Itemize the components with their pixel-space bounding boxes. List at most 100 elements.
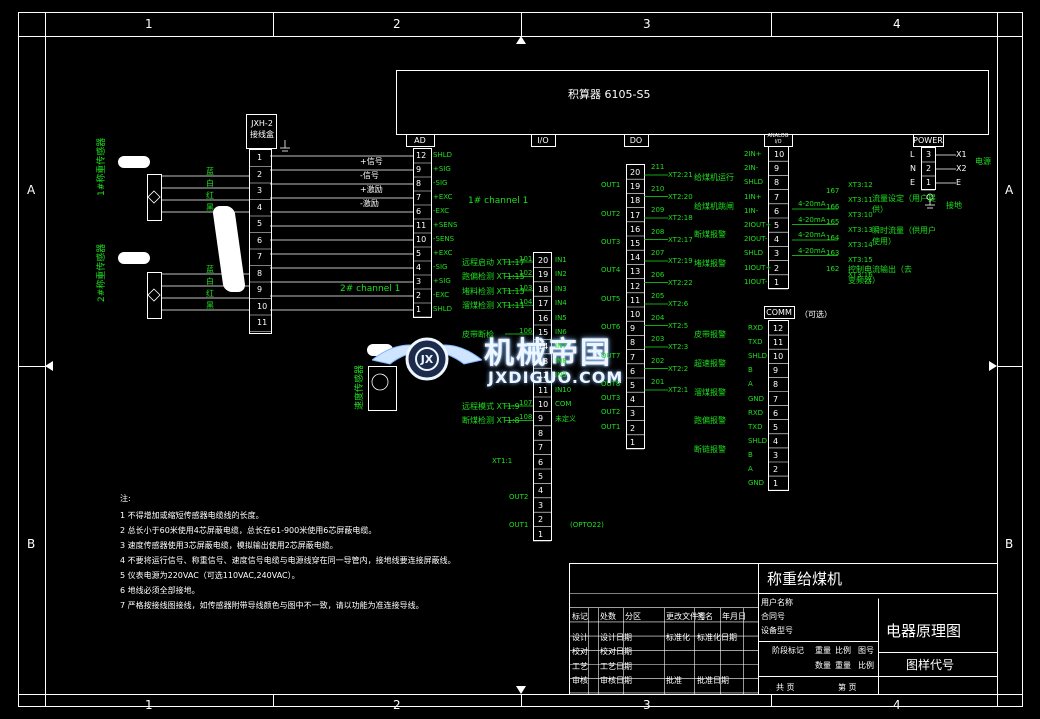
ad-pin-number: 4 [416,263,422,272]
logo-gear-icon: JX [372,337,482,381]
analog-pin-label: 1IN- [744,206,759,215]
ad-pin-number: 9 [416,165,422,174]
do-pin-number: 1 [630,437,636,447]
comm-optional-label: （可选） [800,310,832,319]
analog-pin-label: 2IOUT- [744,235,768,244]
do-pin-number: 16 [630,224,641,234]
io-pin-number: 6 [538,457,544,467]
do-node-number: 211 [651,163,665,171]
comm-pin-label: GND [748,394,765,403]
ad-pin-label: +EXC [433,193,453,201]
analog-terminal-label: XT3:11 [848,196,873,204]
analog-note-label: 控制电流输出（去变频器） [848,265,912,285]
comm-header: COMM [766,308,792,317]
power-pin-number: 3 [926,150,932,159]
io-pin-number: 13 [538,356,549,366]
analog-pin-number: 6 [774,206,780,216]
io-node-number: 102 [519,269,533,278]
do-pin-number: 20 [630,168,641,177]
zone-top-4: 4 [893,17,901,31]
do-terminal-label: XT2:6 [668,300,689,308]
do-node-number: 207 [651,249,665,257]
power-ground-label: 接地 [946,201,962,210]
io-pin-number: 8 [538,428,544,438]
do-relay-label: 给煤机跳闸 [694,201,734,211]
analog-terminal-label: XT3:10 [848,211,873,219]
zone-right-a: A [1005,183,1014,197]
ad-signal-label: -激励 [360,199,379,208]
do-out-label: OUT3 [601,394,621,403]
io-pin-number: 1 [538,529,544,539]
titleblock-side-label: 设备型号 [761,626,793,635]
comm-pin-label: TXD [748,422,763,431]
do-pin-number: 8 [630,338,636,348]
do-pin-number: 11 [630,295,641,305]
analog-note-label: 瞬时流量（供用户使用） [872,226,936,246]
titleblock-cell: 校对 [572,647,588,656]
io-pin-number: 18 [538,284,549,294]
analog-pin-label: 2IN+ [744,150,762,158]
titleblock-sheet-label: 第 页 [838,683,857,692]
io-pin-number: 20 [538,256,549,265]
power-terminal-strip [921,147,936,190]
do-pin-number: 10 [630,310,641,319]
junction-pin-number: 7 [257,252,263,261]
io-pin-label: IN3 [555,284,567,293]
io-pin-label: IN8 [555,356,567,365]
zone-bottom-1: 1 [145,698,153,712]
power-header: POWER [913,136,943,145]
analog-pin-label: SHLD [744,178,763,187]
power-header-box [913,134,944,147]
titleblock-cell: 设计日期 [600,632,632,642]
analog-terminal-label: XT3:12 [848,181,873,189]
junction-pin-number: 10 [257,301,268,311]
titleblock-cell: 标记 [572,612,588,621]
junction-pin-number: 8 [257,268,263,278]
analog-terminal-label: XT3:16 [848,271,873,279]
comm-pin-label: B [748,366,753,375]
center-marks [45,36,997,694]
io-pin-label: IN2 [555,270,567,279]
outer-frame [18,12,1023,707]
wire-color-label: 黑 [206,301,214,310]
power-pin-number: 1 [926,178,932,187]
do-node-number: 204 [651,313,665,322]
do-out-label: OUT7 [601,351,621,360]
analog-pin-number: 5 [774,221,780,230]
power-terminal-label: X2 [956,164,967,173]
controller-box [396,70,989,135]
do-terminal-label: XT2:22 [668,278,693,287]
junction-pin-number: 11 [257,318,268,327]
analog-pin-number: 9 [774,164,780,174]
titleblock-cell: 校对日期 [600,647,632,656]
comm-pin-number: 10 [773,352,784,362]
ad-pin-label: -SIG [433,179,448,187]
titleblock-cell: 年月日 [722,612,746,621]
io-input-label: 跑偏检测 XT1:15 [462,272,525,282]
comm-pin-number: 6 [773,408,779,418]
wire-color-label: 白 [206,179,214,188]
comm-pin-label: A [748,465,753,473]
do-header-box [624,134,649,147]
controller-title: 积算器 6105-S5 [568,88,651,101]
ad-pin-number: 3 [416,277,422,286]
comm-pin-number: 5 [773,422,779,432]
speed-sensor-label: 速度传感器 [355,364,365,410]
junction-box-label [246,114,277,149]
do-terminal-label: XT2:3 [668,343,689,351]
analog-terminal-label: XT3:14 [848,241,873,249]
titleblock-stage-label: 重量 [815,646,831,655]
drawing-name: 电器原理图 [886,622,962,640]
do-relay-label: 给煤机运行 [694,173,734,182]
io-input-label: 皮带断检 [462,330,494,339]
io-out2-label: OUT2 [509,493,529,501]
titleblock-side-label: 用户名称 [761,598,793,607]
wire-color-label: 蓝 [206,167,214,176]
io-pin-number: 14 [538,342,549,352]
comm-pin-number: 12 [773,324,784,333]
wire-color-label: 红 [206,289,214,298]
io-pin-number: 9 [538,414,544,424]
do-node-number: 202 [651,356,665,365]
titleblock-cell: 审核日期 [600,676,632,685]
io-input-label: 远程启动 XT1:17 [462,258,525,267]
